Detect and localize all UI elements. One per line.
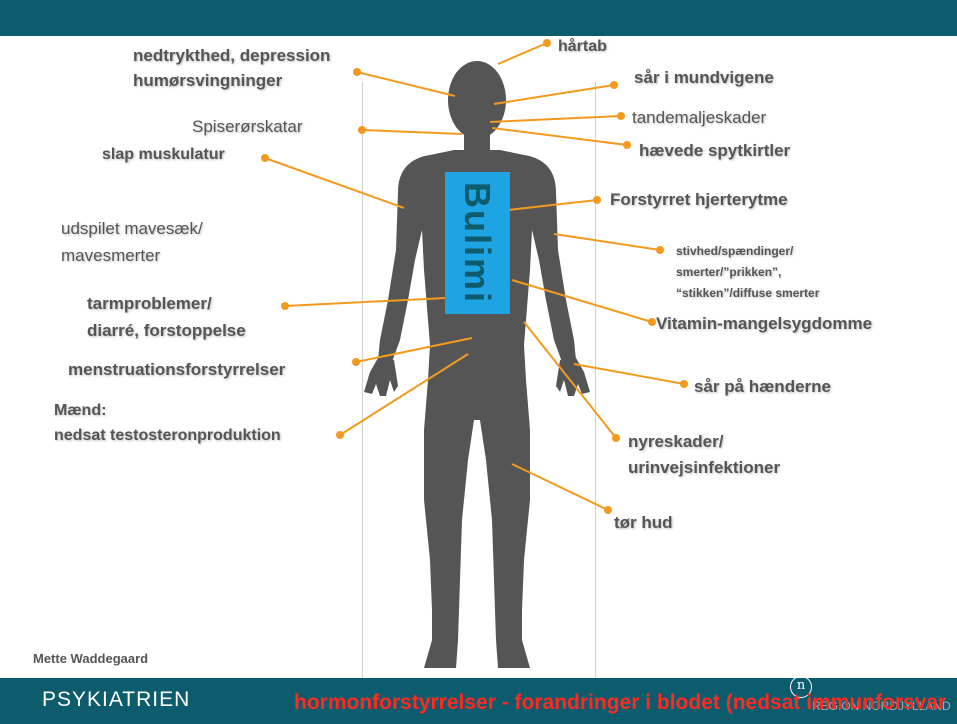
label-menstruation: menstruationsforstyrrelser [68, 360, 285, 380]
label-kidney-line2: urinvejsinfektioner [628, 458, 780, 478]
label-hand-sores: sår på hænderne [694, 377, 831, 397]
hormone-text: hormonforstyrrelser - forandringer i blo… [294, 691, 946, 715]
label-depression: nedtrykthed, depression [133, 46, 330, 66]
label-bowel-line2: diarré, forstoppelse [87, 321, 246, 341]
label-mouth-sores: sår i mundvigene [634, 68, 774, 88]
label-men-line1: Mænd: [54, 402, 106, 420]
org-name: PSYKIATRIEN [42, 688, 190, 712]
diagram-title: Bulimi [456, 182, 498, 304]
label-men-line2: nedsat testosteronproduktion [54, 427, 281, 445]
label-esophagitis: Spiserørskatar [192, 117, 303, 137]
label-tooth-enamel: tandemaljeskader [632, 108, 766, 128]
label-stomach-line1: udspilet mavesæk/ [61, 219, 203, 239]
label-salivary-glands: hævede spytkirtler [639, 141, 790, 161]
label-vitamin: Vitamin-mangelsygdomme [656, 314, 872, 334]
label-kidney-line1: nyreskader/ [628, 432, 723, 452]
label-weak-muscles: slap muskulatur [102, 146, 225, 164]
author-credit: Mette Waddegaard [33, 651, 148, 666]
label-dry-skin: tør hud [614, 513, 673, 533]
label-mood-swings: humørsvingninger [133, 71, 282, 91]
label-heart-rhythm: Forstyrret hjerterytme [610, 190, 788, 210]
label-stomach-line2: mavesmerter [61, 246, 160, 266]
label-hair-loss: hårtab [558, 38, 607, 56]
label-pain-line3: “stikken”/diffuse smerter [676, 286, 819, 300]
label-pain-line1: stivhed/spændinger/ [676, 244, 793, 258]
label-pain-line2: smerter/”prikken”, [676, 265, 781, 279]
label-bowel-line1: tarmproblemer/ [87, 294, 212, 314]
